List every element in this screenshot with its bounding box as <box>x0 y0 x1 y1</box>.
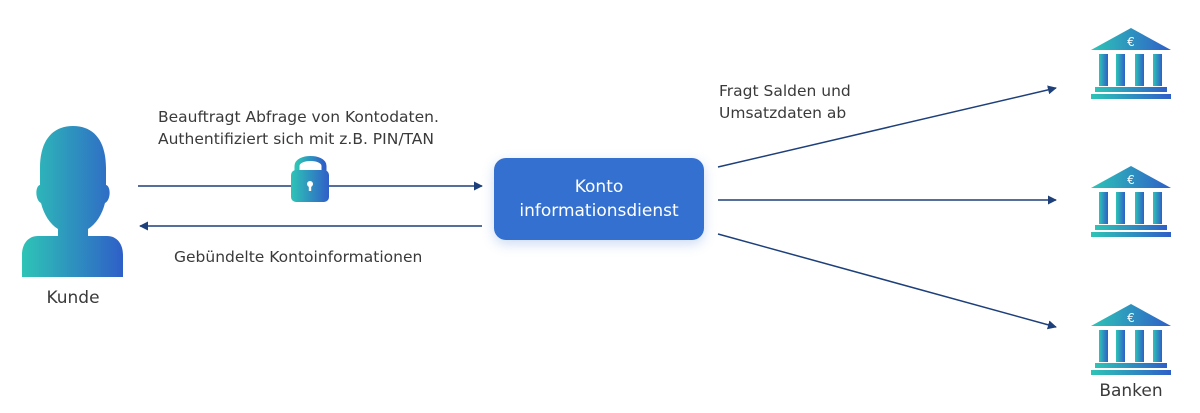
query-label: Fragt Salden und Umsatzdaten ab <box>719 80 851 124</box>
bank-euro-icon: € <box>1091 166 1171 237</box>
service-label-line2: informationsdienst <box>519 201 679 221</box>
service-label-line1: Konto <box>574 177 624 197</box>
query-label-line2: Umsatzdaten ab <box>719 104 847 122</box>
account-information-service-node: Konto informationsdienst <box>494 158 704 240</box>
bank-euro-icon: € <box>1091 304 1171 375</box>
person-icon <box>22 126 123 277</box>
request-label: Beauftragt Abfrage von Kontodaten. Authe… <box>158 106 439 150</box>
bank-euro-icon: € <box>1091 28 1171 99</box>
svg-text:€: € <box>1127 173 1135 187</box>
customer-label: Kunde <box>46 288 100 308</box>
response-label: Gebündelte Kontoinformationen <box>174 248 423 266</box>
query-arrow-top <box>717 85 1057 168</box>
banks-label: Banken <box>1099 381 1163 401</box>
svg-text:€: € <box>1127 35 1135 49</box>
lock-icon <box>291 156 329 202</box>
query-label-line1: Fragt Salden und <box>719 82 851 100</box>
request-label-line1: Beauftragt Abfrage von Kontodaten. <box>158 108 439 126</box>
request-label-line2: Authentifiziert sich mit z.B. PIN/TAN <box>158 130 435 148</box>
query-arrow-bottom <box>717 233 1057 330</box>
svg-text:€: € <box>1127 311 1135 325</box>
